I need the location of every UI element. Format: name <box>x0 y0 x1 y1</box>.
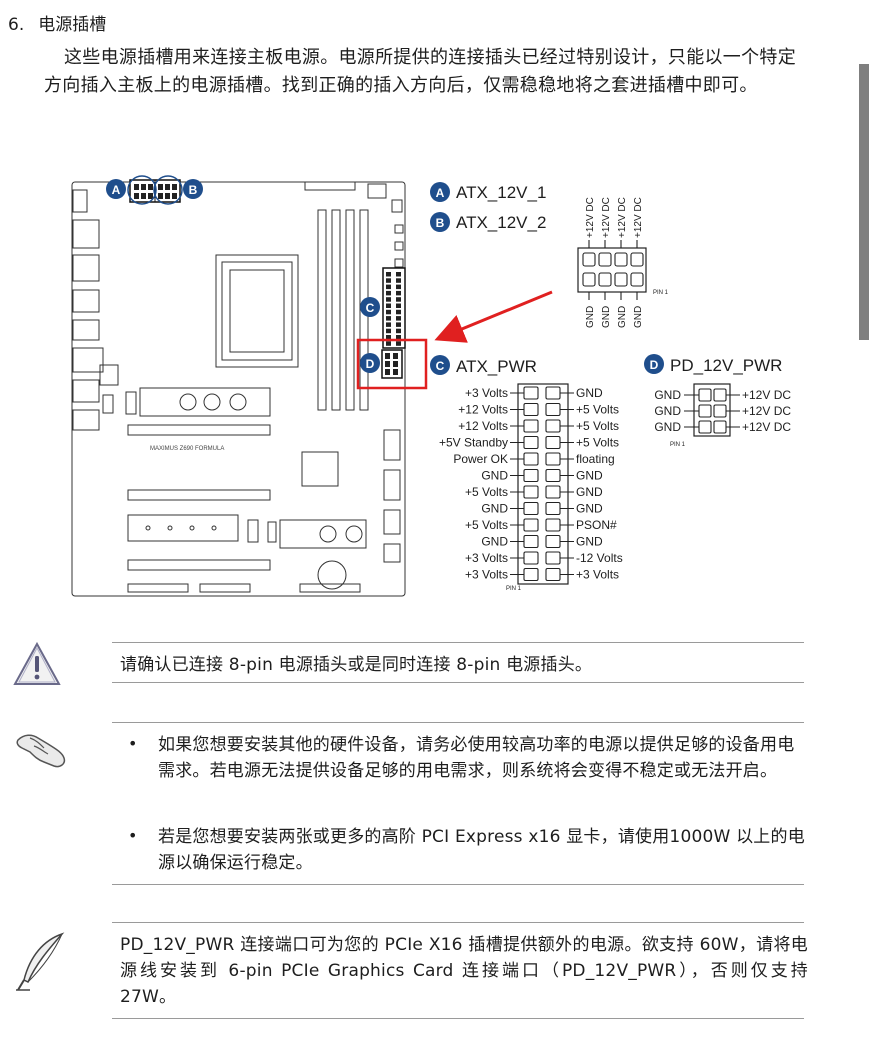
hand-icon <box>16 734 66 768</box>
info-bottom-rule <box>112 1018 804 1019</box>
svg-text:D: D <box>650 358 659 372</box>
pd12v-pinout: GND +12V DC GND +12V DC GND +12V DC PIN 1 <box>654 383 791 448</box>
svg-text:ATX_12V_2: ATX_12V_2 <box>456 213 546 232</box>
atxpwr-left-label: GND <box>481 502 508 516</box>
atxpwr-left-label: +3 Volts <box>465 551 508 565</box>
warning-text: 请确认已连接 8-pin 电源插头或是同时连接 8-pin 电源插头。 <box>120 655 593 675</box>
atxpwr-right-label: +3 Volts <box>576 568 619 582</box>
atx12v-bottom-label: GND <box>633 306 644 328</box>
atxpwr-right-label: GND <box>576 502 603 516</box>
board-atxpwr-connector <box>382 267 406 349</box>
highlight-arrow <box>434 290 553 343</box>
atx12v-top-label: +12V DC <box>617 197 628 238</box>
atxpwr-left-label: +12 Volts <box>458 403 508 417</box>
atxpwr-right-label: GND <box>576 485 603 499</box>
atx12v-top-label: +12V DC <box>585 197 596 238</box>
atxpwr-left-label: +5 Volts <box>465 518 508 532</box>
warning-top-rule <box>112 642 804 643</box>
section-title-text: 电源插槽 <box>38 15 107 35</box>
svg-text:C: C <box>436 359 445 373</box>
motherboard-illustration <box>71 181 406 597</box>
board-atx12v-connectors <box>127 175 183 205</box>
atxpwr-right-label: GND <box>576 469 603 483</box>
power-connector-diagram: MAXIMUS Z690 FORMULA A B C D A <box>71 175 791 597</box>
atx12v-top-label: +12V DC <box>601 197 612 238</box>
info-top-rule <box>112 922 804 923</box>
note-item-1: 如果您想要安装其他的硬件设备，请务必使用较高功率的电源以提供足够的设备用电需求。… <box>158 735 795 781</box>
section-number: 6. <box>8 15 25 35</box>
atxpwr-left-label: +5 Volts <box>465 485 508 499</box>
atxpwr-right-label: -12 Volts <box>576 551 623 565</box>
svg-text:B: B <box>189 183 198 197</box>
bullet-1: • <box>128 734 138 753</box>
badge-a-board: A <box>106 179 126 199</box>
note-item-2: 若是您想要安装两张或更多的高阶 PCI Express x16 显卡，请使用10… <box>158 827 805 873</box>
svg-text:A: A <box>436 186 445 200</box>
atx12v-bottom-label: GND <box>585 306 596 328</box>
bullet-2: • <box>128 826 138 845</box>
badge-c-board: C <box>360 297 380 317</box>
svg-text:ATX_PWR: ATX_PWR <box>456 357 537 376</box>
section-title: 6. 电源插槽 <box>8 10 106 35</box>
notes-bottom-rule <box>112 884 804 885</box>
info-text: PD_12V_PWR 连接端口可为您的 PCIe X16 插槽提供额外的电源。欲… <box>120 935 808 1007</box>
scrollbar-thumb[interactable] <box>859 64 869 340</box>
pd12v-right-label: +12V DC <box>742 388 791 402</box>
pd12v-left-label: GND <box>654 404 681 418</box>
intro-paragraph: 这些电源插槽用来连接主板电源。电源所提供的连接插头已经过特别设计，只能以一个特定… <box>44 47 796 96</box>
atxpwr-right-label: PSON# <box>576 518 617 532</box>
atxpwr-right-label: GND <box>576 535 603 549</box>
atxpwr-left-label: GND <box>481 469 508 483</box>
board-silk-text: MAXIMUS Z690 FORMULA <box>150 446 224 452</box>
legend-a: A ATX_12V_1 <box>430 182 546 202</box>
pd12v-left-label: GND <box>654 420 681 434</box>
atxpwr-left-label: +3 Volts <box>465 568 508 582</box>
badge-b-board: B <box>183 179 203 199</box>
highlight-box <box>356 338 428 390</box>
svg-text:C: C <box>366 301 375 315</box>
feather-pen-icon <box>16 932 65 991</box>
svg-text:PD_12V_PWR: PD_12V_PWR <box>670 356 782 375</box>
atxpwr-right-label: GND <box>576 386 603 400</box>
pd12v-left-label: GND <box>654 388 681 402</box>
board-pd12v-connector <box>381 349 403 379</box>
atxpwr-right-label: +5 Volts <box>576 419 619 433</box>
atxpwr-left-label: +12 Volts <box>458 419 508 433</box>
atxpwr-right-label: +5 Volts <box>576 436 619 450</box>
atxpwr-left-label: GND <box>481 535 508 549</box>
atx12v-bottom-label: GND <box>601 306 612 328</box>
legend-c: C ATX_PWR <box>430 355 537 376</box>
badge-d-board: D <box>360 353 380 373</box>
svg-text:D: D <box>366 357 375 371</box>
pd12v-right-label: +12V DC <box>742 404 791 418</box>
svg-text:A: A <box>112 183 121 197</box>
legend-d: D PD_12V_PWR <box>644 354 782 375</box>
atxpwr-left-label: +3 Volts <box>465 386 508 400</box>
svg-text:B: B <box>436 216 445 230</box>
warning-bottom-rule <box>112 682 804 683</box>
atx12v-bottom-label: GND <box>617 306 628 328</box>
atxpwr-right-label: +5 Volts <box>576 403 619 417</box>
legend-b: B ATX_12V_2 <box>430 212 546 232</box>
atx12v-top-label: +12V DC <box>633 197 644 238</box>
svg-text:PIN 1: PIN 1 <box>506 586 522 592</box>
warning-icon <box>13 641 61 685</box>
svg-text:PIN 1: PIN 1 <box>670 442 686 448</box>
pd12v-right-label: +12V DC <box>742 420 791 434</box>
atxpwr-right-label: floating <box>576 452 615 466</box>
atx12v-pinout: +12V DC +12V DC +12V DC +12V DC GND GND GND GN… <box>577 197 669 328</box>
svg-text:PIN 1: PIN 1 <box>653 290 669 296</box>
notes-top-rule <box>112 722 804 723</box>
atxpwr-left-label: Power OK <box>453 452 508 466</box>
atxpwr-left-label: +5V Standby <box>439 436 508 450</box>
svg-text:ATX_12V_1: ATX_12V_1 <box>456 183 546 202</box>
